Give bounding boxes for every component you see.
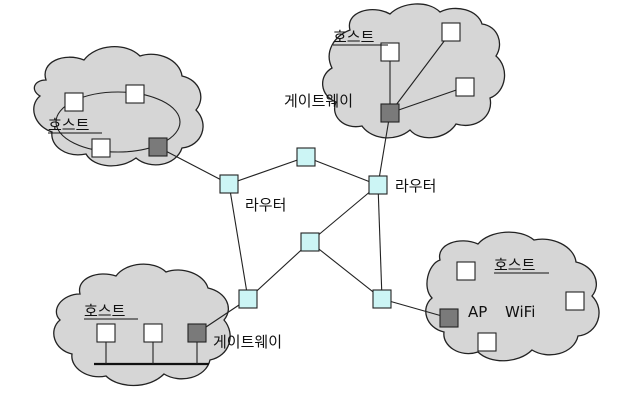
- cloud-top: [322, 3, 506, 139]
- router-left: [219, 174, 239, 194]
- host-bottom-1: [96, 323, 116, 343]
- gateway-left: [148, 137, 168, 157]
- link-r3-r6: [377, 184, 383, 300]
- link-r4-r6: [309, 241, 383, 300]
- label-host-top: 호스트: [333, 28, 375, 46]
- gateway-top: [380, 103, 400, 123]
- ring-network: [55, 91, 181, 153]
- host-right-3: [477, 332, 497, 352]
- host-left-1: [64, 92, 84, 112]
- access-point: [439, 308, 459, 328]
- host-right-1: [456, 261, 476, 281]
- link-ap-r6: [381, 298, 450, 319]
- label-gateway-bottom: 게이트웨이: [213, 333, 282, 351]
- cloud-bottom: [53, 263, 231, 387]
- link-top-host-2: [389, 31, 452, 114]
- link-gw-top-r3: [377, 112, 391, 186]
- host-top-3: [455, 77, 475, 97]
- cloud-left: [33, 45, 204, 167]
- router-center: [300, 232, 320, 252]
- host-right-2: [565, 291, 585, 311]
- label-gateway-top: 게이트웨이: [284, 92, 353, 110]
- host-top-2: [441, 22, 461, 42]
- link-r1-r5: [228, 183, 249, 300]
- host-left-2: [125, 84, 145, 104]
- router-bottom-right: [372, 289, 392, 309]
- host-bottom-2: [143, 323, 163, 343]
- label-wifi: WiFi: [505, 303, 535, 321]
- label-router-left: 라우터: [245, 196, 286, 214]
- link-r4-r5: [247, 241, 311, 300]
- router-right: [368, 175, 388, 195]
- label-router-right: 라우터: [395, 177, 436, 195]
- host-left-3: [91, 138, 111, 158]
- label-host-left: 호스트: [48, 116, 90, 134]
- link-top-host-3: [389, 86, 466, 114]
- link-gw-left-r1: [157, 146, 230, 185]
- label-host-bottom: 호스트: [84, 302, 126, 320]
- router-top: [296, 147, 316, 167]
- link-r2-r3: [305, 156, 379, 186]
- label-ap: AP: [468, 303, 487, 321]
- link-r1-r2: [228, 156, 307, 185]
- link-r3-r4: [309, 184, 379, 243]
- host-top-1: [380, 42, 400, 62]
- gateway-bottom: [187, 323, 207, 343]
- label-host-right: 호스트: [494, 256, 536, 274]
- router-bottom-left: [238, 289, 258, 309]
